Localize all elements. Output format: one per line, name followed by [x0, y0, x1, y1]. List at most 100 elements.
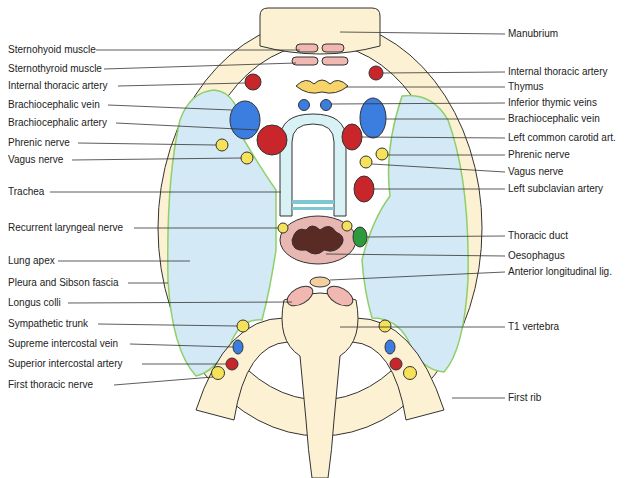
sternothyroid-left — [292, 57, 318, 65]
vessels-and-nerves — [212, 66, 417, 380]
nerve — [241, 152, 253, 164]
leader-line — [108, 105, 232, 110]
manubrium-shape — [260, 8, 380, 54]
leader-line — [128, 283, 168, 284]
leader-line — [104, 63, 296, 69]
anterior-ligament — [310, 277, 330, 287]
leader-line — [452, 398, 505, 399]
leader-line — [374, 189, 505, 190]
structure-label: First rib — [508, 392, 541, 404]
structure-label: Longus colli — [8, 297, 61, 309]
structure-label: Sympathetic trunk — [8, 318, 88, 330]
structure-label: Left subclavian artery — [508, 183, 603, 195]
artery — [257, 125, 287, 155]
nerve — [212, 367, 225, 380]
longus-colli-right — [324, 282, 356, 310]
leader-line — [367, 236, 505, 237]
structure-label: Lung apex — [8, 255, 55, 267]
structure-label: Supreme intercostal vein — [8, 338, 118, 350]
oesophagus-lumen — [292, 226, 343, 254]
vein — [321, 100, 332, 111]
leader-line — [386, 119, 505, 120]
leader-lines — [50, 32, 505, 398]
vertebra-and-ribs — [196, 293, 444, 478]
structure-label: Phrenic nerve — [508, 149, 570, 161]
leader-line — [58, 261, 190, 262]
trachealis-band — [292, 207, 334, 210]
leader-line — [383, 72, 505, 73]
leader-line — [50, 192, 281, 193]
structure-label: Superior intercostal artery — [8, 358, 123, 370]
leader-line — [114, 377, 213, 385]
leader-line — [362, 137, 505, 138]
structure-label: Trachea — [8, 186, 44, 198]
structure-label: First thoracic nerve — [8, 379, 93, 391]
leader-line — [116, 123, 258, 130]
structure-label: Pleura and Sibson fascia — [8, 277, 119, 289]
right-rib-neck — [352, 318, 444, 420]
nerve — [237, 320, 249, 332]
leader-line — [330, 272, 505, 280]
artery — [226, 358, 238, 370]
leader-line — [340, 32, 505, 34]
leader-line — [68, 302, 292, 303]
sternohyoid-right — [322, 44, 344, 52]
structure-label: Oesophagus — [508, 250, 565, 262]
structure-label: Sternothyroid muscle — [8, 63, 102, 75]
trachea-wall — [280, 114, 346, 216]
leader-line — [78, 143, 216, 145]
structure-label: Anterior longitudinal lig. — [508, 266, 612, 278]
sternothyroid-right — [322, 57, 348, 65]
nerve — [360, 156, 372, 168]
structure-label: Phrenic nerve — [8, 137, 70, 149]
artery — [354, 176, 374, 202]
leader-line — [118, 83, 245, 86]
leader-line — [331, 103, 505, 104]
vein — [385, 340, 395, 354]
structure-label: Internal thoracic artery — [8, 80, 108, 92]
structure-label: Brachiocephalic artery — [8, 117, 107, 129]
artery — [245, 74, 261, 90]
leader-line — [372, 164, 505, 172]
t1-vertebra-shape — [282, 293, 358, 478]
vein — [233, 340, 243, 354]
nerve — [376, 148, 388, 160]
longus-colli-left — [284, 282, 316, 310]
structure-label: Brachiocephalic vein — [8, 99, 100, 111]
structure-label: Thymus — [508, 81, 544, 93]
structure-label: Sternohyoid muscle — [8, 44, 96, 56]
thymus-shape — [296, 80, 348, 93]
leader-line — [340, 327, 505, 328]
leader-line — [130, 344, 233, 347]
leader-line — [326, 254, 505, 256]
structure-label: Vagus nerve — [508, 166, 563, 178]
vein — [230, 101, 260, 139]
leader-line — [346, 87, 505, 88]
leader-line — [134, 228, 278, 229]
nerve — [342, 221, 352, 231]
leader-line — [72, 158, 241, 160]
structure-label: Manubrium — [508, 28, 558, 40]
nerve — [379, 320, 391, 332]
leader-line — [96, 50, 300, 51]
nerve — [216, 139, 228, 151]
structure-label: Inferior thymic veins — [508, 97, 597, 109]
structure-label: Recurrent laryngeal nerve — [8, 222, 123, 234]
structure-label: Brachiocephalic vein — [508, 113, 600, 125]
nerve — [404, 367, 417, 380]
leader-line — [142, 364, 226, 365]
artery — [390, 358, 402, 370]
oesophagus-shape — [280, 216, 356, 264]
structure-label: Vagus nerve — [8, 154, 63, 166]
trachealis-band — [292, 200, 334, 204]
artery — [369, 66, 383, 80]
structure-label: T1 vertebra — [508, 321, 559, 333]
nerve — [278, 223, 288, 233]
vein — [299, 100, 310, 111]
sternohyoid-left — [296, 44, 318, 52]
artery — [342, 124, 362, 150]
thoracic-duct-shape — [353, 227, 367, 247]
structure-label: Internal thoracic artery — [508, 66, 608, 78]
leader-line — [98, 324, 237, 326]
